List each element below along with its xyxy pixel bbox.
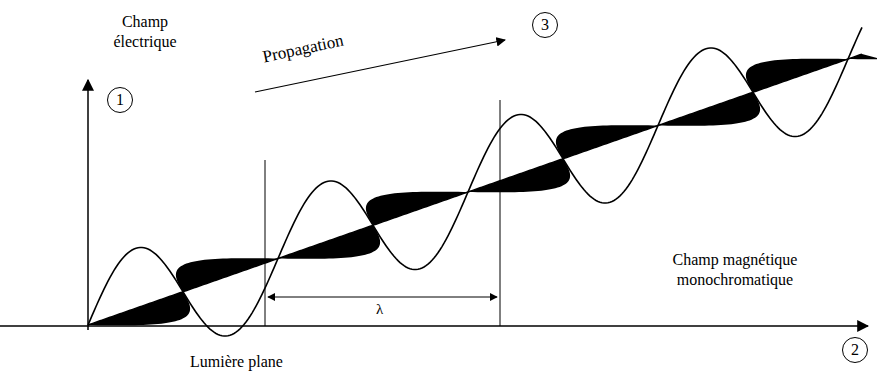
label-text: Propagation xyxy=(261,30,346,68)
wavelength-dimension xyxy=(268,297,497,298)
magnetic-field-lobes xyxy=(88,54,877,325)
label-text: Champ magnétique monochromatique xyxy=(650,250,820,290)
label-text: Lumière plane xyxy=(190,352,283,372)
callout-circle: 2 xyxy=(842,337,868,363)
x-axis xyxy=(0,325,868,327)
dimension-line xyxy=(265,160,266,326)
label-text: λ xyxy=(376,300,383,319)
wave-axis xyxy=(88,54,862,325)
y-axis xyxy=(87,80,89,330)
electric-field-wave xyxy=(88,27,862,336)
callout-number: 3 xyxy=(541,17,549,33)
callout-number: 1 xyxy=(116,92,124,108)
label-text: Champ électrique xyxy=(95,12,195,52)
callout-circle: 3 xyxy=(532,12,558,38)
dimension-line xyxy=(500,100,501,326)
callout-circle: 1 xyxy=(107,87,133,113)
callout-number: 2 xyxy=(851,342,859,358)
